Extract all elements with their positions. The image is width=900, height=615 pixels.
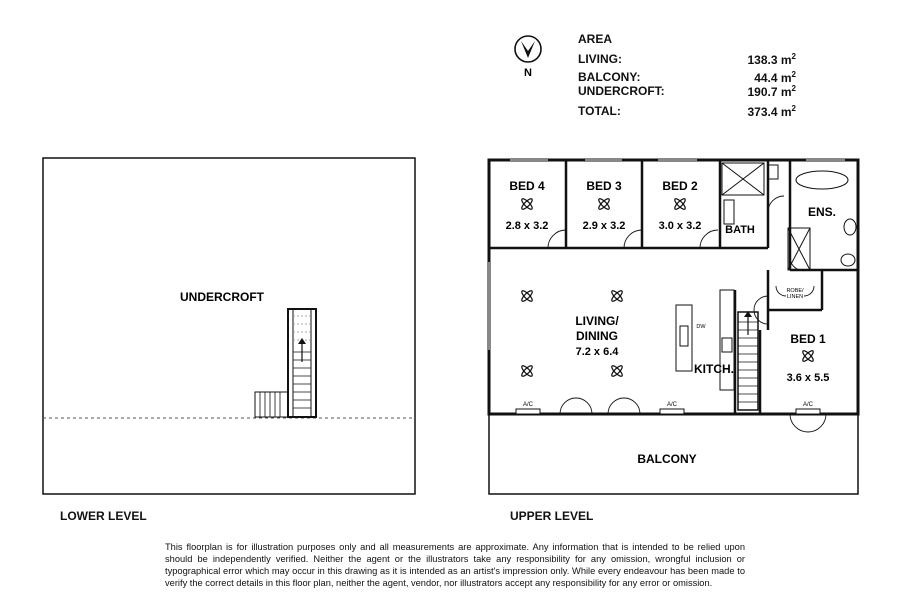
area-row-living: LIVING: 138.3 m2 (578, 52, 796, 67)
lower-level-plan: UNDERCROFT (42, 157, 416, 495)
lower-level-label: LOWER LEVEL (60, 509, 147, 523)
stair-upper (737, 311, 759, 411)
area-title: AREA (578, 32, 613, 46)
compass-label: N (524, 67, 532, 79)
ceiling-fan-icon (521, 198, 814, 377)
area-label: LIVING: (578, 52, 622, 66)
room-undercroft: UNDERCROFT (180, 290, 265, 304)
kitchen-island (675, 289, 735, 391)
area-value: 373.4 m2 (747, 104, 797, 119)
windows (488, 159, 845, 350)
size-bed2: 3.0 x 3.2 (659, 220, 702, 232)
size-bed1: 3.6 x 5.5 (787, 372, 830, 384)
area-row-total: TOTAL: 373.4 m2 (578, 104, 796, 119)
room-bed3: BED 3 (586, 179, 622, 193)
bath-fixtures (721, 162, 857, 271)
room-kitchen: KITCH. (694, 362, 734, 376)
dishwasher-label: DW (696, 324, 706, 330)
room-bed2: BED 2 (662, 179, 698, 193)
room-ens: ENS. (808, 205, 836, 219)
room-bed4: BED 4 (509, 179, 545, 193)
interior-walls (489, 160, 858, 414)
room-linen: LINEN (787, 294, 803, 300)
undercroft-outline (42, 157, 416, 495)
room-balcony: BALCONY (637, 452, 696, 466)
upper-level-plan: A/C A/C A/C BED 4 2.8 x 3.2 BED 3 2.9 x … (487, 158, 860, 495)
room-bath: BATH (725, 224, 755, 236)
disclaimer-text: This floorplan is for illustration purpo… (165, 542, 745, 588)
door-swings (547, 195, 827, 433)
area-row-undercroft: UNDERCROFT: 190.7 m2 (578, 84, 796, 99)
north-arrow-icon: N (514, 35, 542, 79)
area-value: 44.4 m2 (754, 70, 796, 85)
ac-label: A/C (523, 402, 534, 408)
area-label: BALCONY: (578, 70, 641, 84)
size-living: 7.2 x 6.4 (576, 346, 620, 358)
balcony-outline (488, 414, 859, 495)
ac-label: A/C (667, 402, 678, 408)
area-label: UNDERCROFT: (578, 84, 665, 98)
room-living: LIVING/ (575, 314, 619, 328)
room-robe: ROBE/ (786, 288, 804, 294)
size-bed3: 2.9 x 3.2 (583, 220, 626, 232)
ac-label: A/C (803, 402, 814, 408)
upper-level-label: UPPER LEVEL (510, 509, 594, 523)
area-value: 138.3 m2 (747, 52, 797, 67)
room-bed1: BED 1 (790, 332, 826, 346)
size-bed4: 2.8 x 3.2 (506, 220, 549, 232)
stair-lower (254, 308, 317, 418)
area-value: 190.7 m2 (747, 84, 797, 99)
area-label: TOTAL: (578, 104, 621, 118)
room-dining: DINING (576, 329, 618, 343)
area-row-balcony: BALCONY: 44.4 m2 (578, 70, 796, 85)
ac-units (515, 408, 821, 415)
